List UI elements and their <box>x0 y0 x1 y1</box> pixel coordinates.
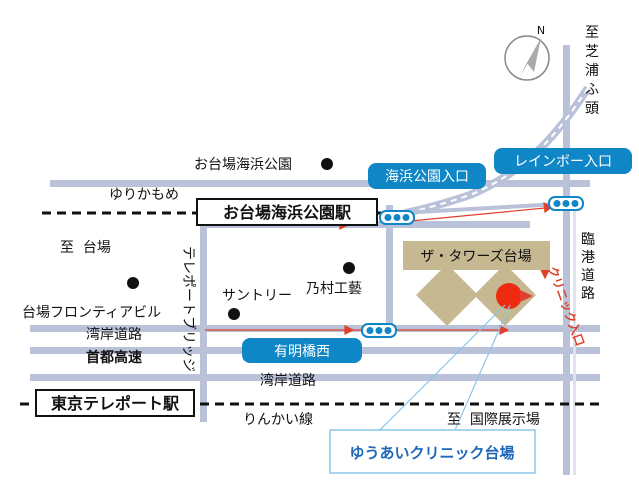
label-the-towers: ザ・タワーズ台場 <box>420 249 531 265</box>
station-odaiba-label: お台場海浜公園駅 <box>223 203 352 222</box>
tokyo-teleport-label: 東京テレポート駅 <box>51 394 180 413</box>
compass-north: N <box>537 24 545 37</box>
train-station-pills <box>361 196 584 338</box>
kaihin-park-entrance-box[interactable] <box>368 163 486 189</box>
label-wangan-road-1: 湾岸道路 <box>86 326 142 343</box>
poi-dot-icon <box>127 158 355 320</box>
label-to-shibaura: 至 芝 浦 ふ 頭 <box>585 25 599 117</box>
svg-text:至: 至 <box>585 25 599 41</box>
road-teleport-bridge <box>200 222 207 422</box>
road-kaihin-vertical <box>386 205 393 330</box>
rainbow-entrance-label: レインボー入口 <box>514 154 612 170</box>
ariake-nishi-box[interactable] <box>242 338 362 363</box>
callout-pointer <box>379 304 511 431</box>
label-odaiba-kaihin-park: お台場海浜公園 <box>194 157 292 173</box>
label-wangan-road-2: 湾岸道路 <box>260 372 316 389</box>
clinic-callout-box[interactable] <box>329 429 536 474</box>
label-to-daiba: 至 台場 <box>60 240 111 256</box>
towers-label-block <box>403 241 550 270</box>
compass-icon: N <box>504 24 550 81</box>
svg-text:芝: 芝 <box>585 44 599 60</box>
svg-text:路: 路 <box>581 286 595 302</box>
road-top-horizontal <box>50 180 590 187</box>
station-odaiba-box[interactable] <box>196 198 378 226</box>
bridge-track-light <box>399 202 561 215</box>
road-rinko-shadow <box>573 200 576 475</box>
tower-diamond-left <box>416 264 478 326</box>
svg-text:臨: 臨 <box>581 232 595 248</box>
road-rinko <box>563 45 570 475</box>
yurikamome-curve-track <box>404 87 589 214</box>
label-rinkai-line: りんかい線 <box>243 412 313 428</box>
road-shuto-upper <box>30 325 600 332</box>
road-wangan-lower <box>30 374 600 381</box>
svg-text:道: 道 <box>581 268 595 284</box>
label-rinko-road: 臨 港 道 路 <box>581 232 595 302</box>
tokyo-teleport-box[interactable] <box>35 389 195 417</box>
label-teleport-bridge: テレポートブリッジ <box>180 246 197 372</box>
svg-text:ふ: ふ <box>585 82 599 98</box>
svg-text:浦: 浦 <box>585 63 599 79</box>
entrance-arrow-icon[interactable] <box>520 290 533 302</box>
label-frontier-building: 台場フロンティアビル <box>22 305 161 321</box>
label-shuto-expressway: 首都高速 <box>86 349 142 366</box>
rainbow-entrance-box[interactable] <box>494 148 632 174</box>
ariake-nishi-label: 有明橋西 <box>274 344 330 360</box>
label-suntory: サントリー <box>222 288 292 304</box>
label-yurikamome: ゆりかもめ <box>109 187 179 203</box>
svg-text:港: 港 <box>581 250 595 266</box>
svg-text:頭: 頭 <box>585 101 599 117</box>
label-to-kokusai-tenjijo: 至 国際展示場 <box>447 412 540 428</box>
kaihin-park-entrance-label: 海浜公園入口 <box>385 169 469 185</box>
clinic-marker-icon[interactable] <box>496 283 522 309</box>
label-nomura: 乃村工藝 <box>306 281 362 297</box>
clinic-name: ゆうあいクリニック台場 <box>349 444 514 462</box>
